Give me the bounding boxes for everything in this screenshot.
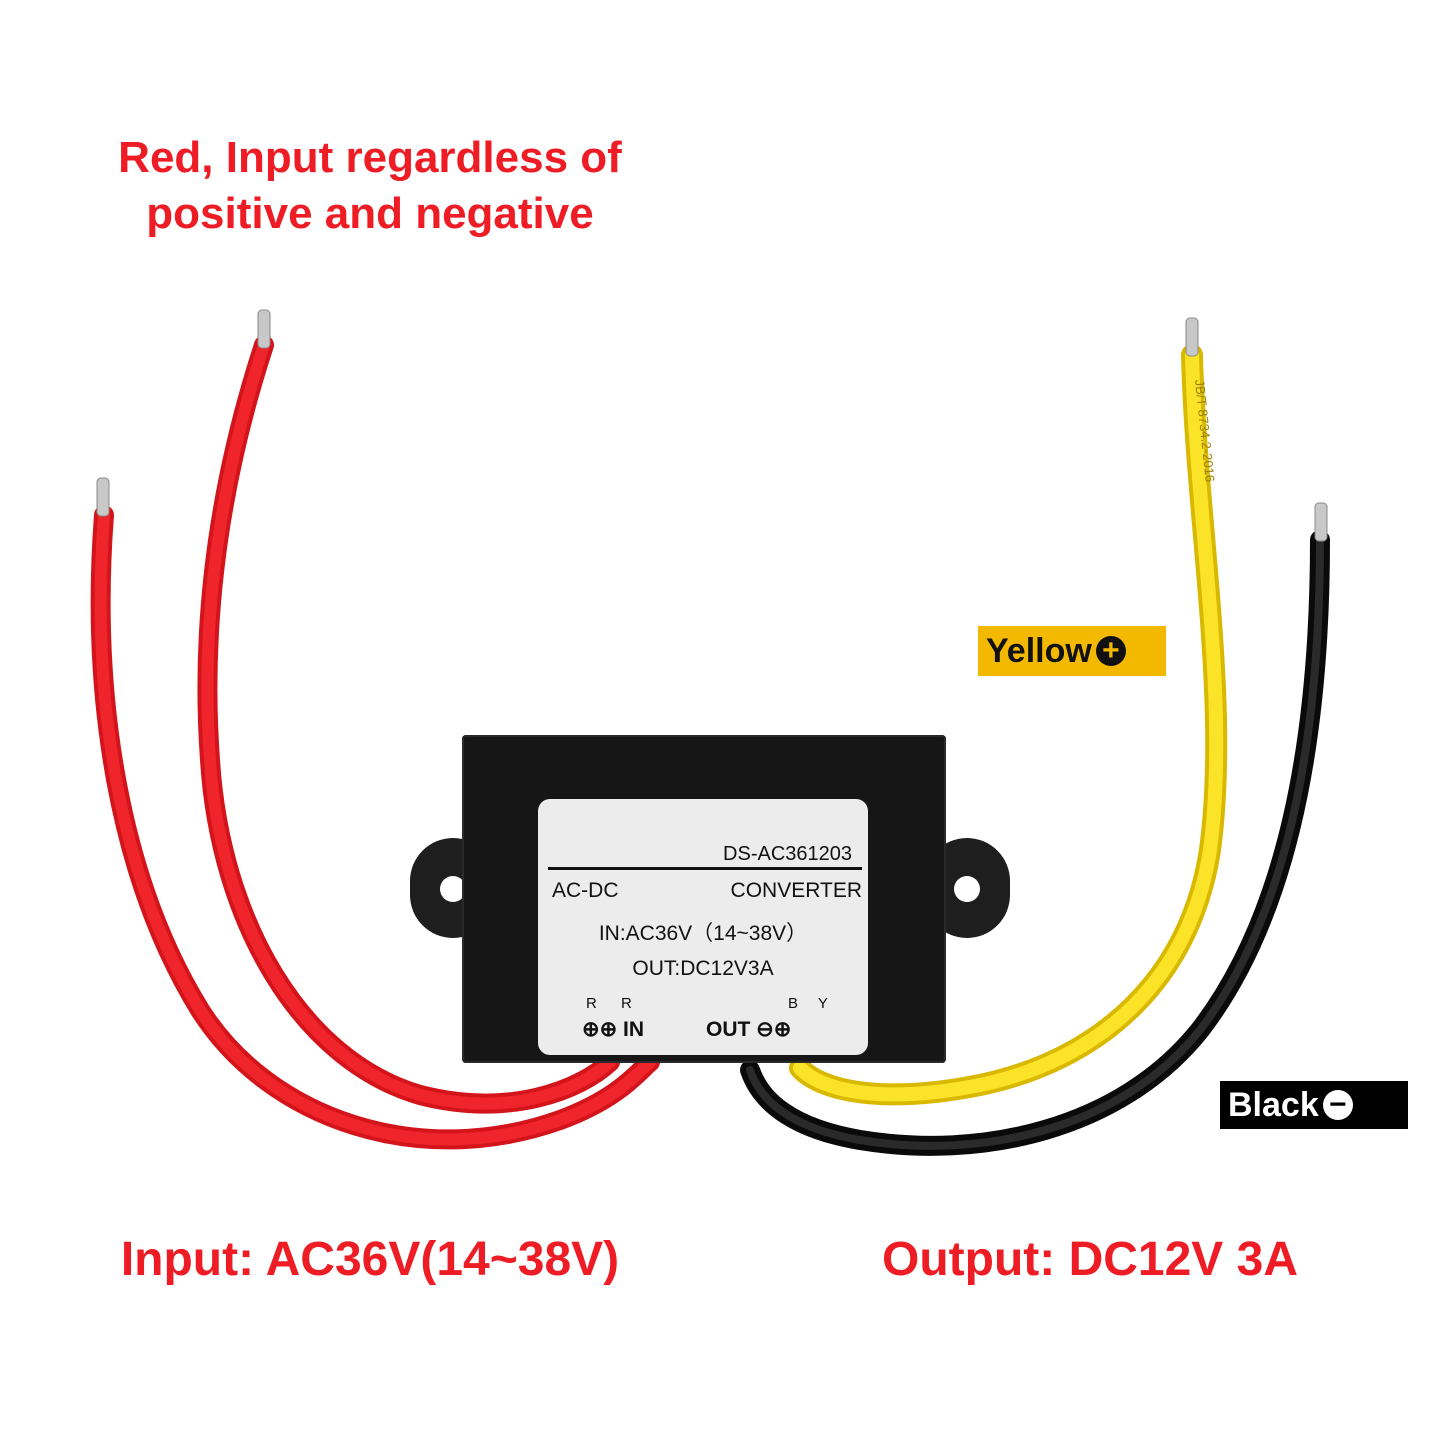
- type-right-text: CONVERTER: [730, 879, 862, 902]
- yellow-wire-tip: [1185, 317, 1199, 357]
- plus-icon: +: [1095, 636, 1126, 666]
- input-spec-annotation: Input: AC36V(14~38V): [120, 1233, 620, 1286]
- top-annotation: Red, Input regardless of positive and ne…: [118, 133, 622, 238]
- red-wire-tip-outer: [96, 477, 110, 517]
- mounting-hole-right: [954, 876, 980, 902]
- input-rating: IN:AC36V（14~38V）: [598, 922, 808, 945]
- output-terminal-marking: OUT ⊖⊕: [706, 1018, 792, 1041]
- model-number: DS-AC361203: [723, 843, 852, 865]
- input-terminal-marking: ⊕⊕ IN: [582, 1018, 645, 1041]
- output-rating: OUT:DC12V3A: [632, 957, 774, 980]
- black-tag-label: Black: [1228, 1085, 1319, 1124]
- black-negative-tag: Black −: [1220, 1081, 1408, 1129]
- output-wire-colors: B Y: [788, 995, 836, 1012]
- red-wire-tip-inner: [257, 309, 271, 349]
- minus-icon: −: [1322, 1090, 1353, 1120]
- product-label: DS-AC361203 AC-DC CONVERTER IN:AC36V（14~…: [538, 799, 868, 1055]
- type-left-text: AC-DC: [552, 879, 619, 902]
- output-spec-annotation: Output: DC12V 3A: [881, 1233, 1298, 1286]
- yellow-tag-label: Yellow: [986, 631, 1092, 670]
- mounting-hole-left: [440, 876, 466, 902]
- yellow-positive-tag: Yellow +: [978, 626, 1166, 676]
- label-divider: [548, 867, 862, 870]
- black-wire-tip: [1314, 502, 1328, 542]
- input-wire-colors: R R: [586, 995, 642, 1012]
